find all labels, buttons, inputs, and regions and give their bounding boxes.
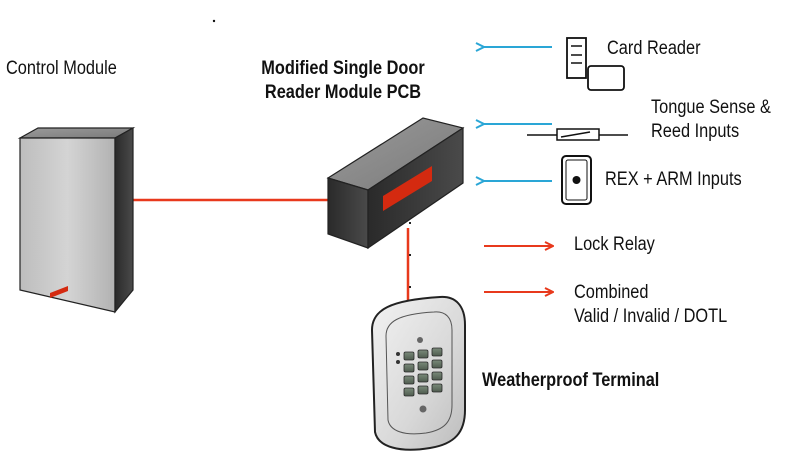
card-reader-icon bbox=[566, 37, 625, 91]
weatherproof-terminal-label: Weatherproof Terminal bbox=[482, 370, 660, 391]
reader-module-label-line1: Modified Single Door bbox=[261, 58, 425, 79]
output-label-lock-relay: Lock Relay bbox=[574, 234, 655, 255]
output-label-combined-line2: Valid / Invalid / DOTL bbox=[574, 306, 728, 327]
output-label-combined-line1: Combined bbox=[574, 282, 649, 303]
keypad-keys bbox=[403, 347, 443, 397]
control-module-led bbox=[50, 286, 68, 298]
control-module-box bbox=[17, 126, 136, 314]
input-label-rex-arm: REX + ARM Inputs bbox=[605, 169, 742, 190]
control-module-label: Control Module bbox=[6, 58, 117, 79]
input-label-tongue-sense-line1: Tongue Sense & bbox=[651, 97, 771, 118]
reader-module-led bbox=[383, 166, 432, 211]
weatherproof-terminal-keypad bbox=[370, 295, 466, 451]
rex-button-icon bbox=[561, 155, 592, 205]
reed-switch-icon bbox=[527, 128, 628, 141]
input-label-tongue-sense-line2: Reed Inputs bbox=[651, 121, 740, 142]
stray-dot bbox=[212, 19, 216, 23]
input-label-card-reader: Card Reader bbox=[607, 38, 701, 59]
reader-module-box bbox=[326, 117, 465, 250]
reader-module-label-line2: Reader Module PCB bbox=[264, 82, 422, 103]
